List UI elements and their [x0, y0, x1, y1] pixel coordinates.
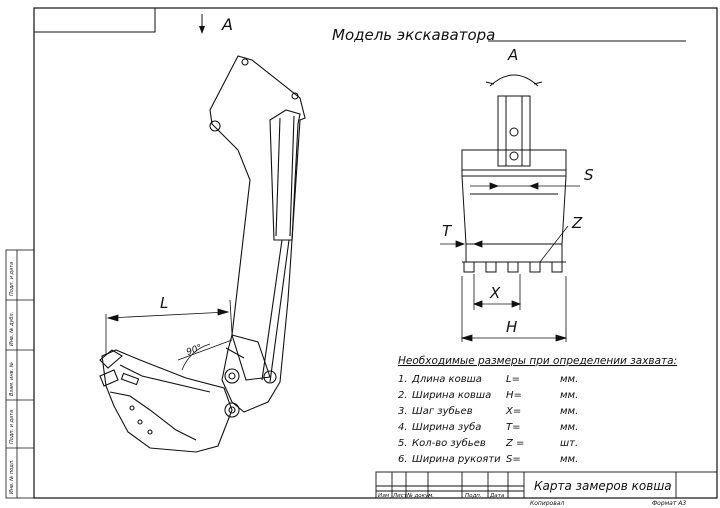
title-block — [375, 471, 718, 499]
model-label: Модель экскаватора — [332, 26, 495, 44]
angle-marker — [177, 339, 233, 371]
requirements-block: Необходимые размеры при определении захв… — [398, 355, 677, 465]
stamp-cell-4: Подп. и дата — [9, 410, 15, 444]
requirement-name: Ширина рукояти — [412, 454, 501, 465]
column-izm: Изм — [378, 493, 389, 499]
column-sign: Подп. — [465, 493, 482, 499]
view-marker: A — [199, 14, 233, 34]
column-doc: № докум. — [406, 493, 434, 499]
requirement-unit: мм. — [560, 454, 578, 465]
front-view-label: A — [507, 46, 518, 64]
format-label: Формат A3 — [652, 500, 686, 507]
view-marker-label: A — [221, 15, 233, 34]
requirement-row: 4. Ширина зуба T= мм. — [398, 421, 578, 433]
requirement-field: Z = — [505, 438, 524, 449]
dimension-S-label: S — [584, 166, 594, 184]
dimension-L — [105, 299, 233, 354]
requirement-row: 3. Шаг зубьев X= мм. — [398, 405, 578, 417]
front-dimensions — [440, 182, 580, 342]
requirement-name: Кол-во зубьев — [412, 437, 486, 449]
requirements-title: Необходимые размеры при определении захв… — [398, 355, 677, 367]
stamp-cell-5: Инв. № подл. — [9, 460, 15, 495]
requirement-num: 1. — [398, 374, 408, 385]
requirement-row: 5. Кол-во зубьев Z = шт. — [398, 437, 578, 449]
angle-label: 90° — [185, 343, 203, 358]
dimension-L-label: L — [160, 294, 168, 312]
requirement-name: Ширина ковша — [412, 390, 491, 401]
dimension-Z-label: Z — [571, 214, 583, 232]
requirement-num: 6. — [398, 454, 408, 465]
requirement-unit: мм. — [560, 374, 578, 385]
dimension-T-label: T — [442, 222, 453, 240]
column-list: Лист — [392, 493, 408, 499]
requirement-row: 1.Длина ковша L= мм. — [398, 374, 578, 385]
requirement-unit: шт. — [560, 438, 578, 449]
requirement-name: Ширина зуба — [412, 421, 481, 433]
side-stamp-labels: Подп. и дата Инв. № дубл. Взам. инв. № П… — [9, 262, 15, 494]
requirement-name: Шаг зубьев — [412, 405, 473, 417]
requirement-num: 4. — [398, 422, 408, 433]
excavator-side-view — [99, 55, 306, 453]
requirement-num: 3. — [398, 406, 408, 417]
requirement-name: Длина ковша — [411, 374, 482, 385]
requirement-field: X= — [505, 406, 521, 417]
requirement-row: 2. Ширина ковша H= мм. — [398, 390, 578, 401]
requirement-field: H= — [506, 390, 522, 401]
side-stamp — [5, 249, 35, 499]
title-block-columns: Изм Лист № докум. Подп. Дата — [378, 493, 505, 499]
dimension-H-label: H — [506, 318, 517, 336]
copied-label: Копировал — [530, 500, 564, 507]
stamp-cell-2: Инв. № дубл. — [9, 312, 15, 346]
requirement-num: 2. — [398, 390, 408, 401]
requirements-list: 1.Длина ковша L= мм. 2. Ширина ковша H= мм. 3. Ш… — [398, 374, 578, 465]
title-block-title: Карта замеров ковша — [534, 479, 672, 493]
requirement-unit: мм. — [560, 422, 578, 433]
stamp-cell-3: Взам. инв. № — [9, 362, 15, 396]
requirement-field: S= — [506, 454, 521, 465]
requirement-unit: мм. — [560, 390, 578, 401]
column-date: Дата — [489, 493, 505, 499]
requirement-field: T= — [506, 422, 521, 433]
requirement-unit: мм. — [560, 406, 578, 417]
stamp-cell-1: Подп. и дата — [9, 262, 15, 296]
requirement-row: 6. Ширина рукояти S= мм. — [398, 454, 578, 465]
requirement-num: 5. — [398, 438, 408, 449]
model-field: Модель экскаватора — [332, 26, 686, 44]
dimension-X-label: X — [489, 284, 501, 302]
sheet-frame — [33, 7, 718, 499]
requirement-field: L= — [506, 374, 520, 385]
